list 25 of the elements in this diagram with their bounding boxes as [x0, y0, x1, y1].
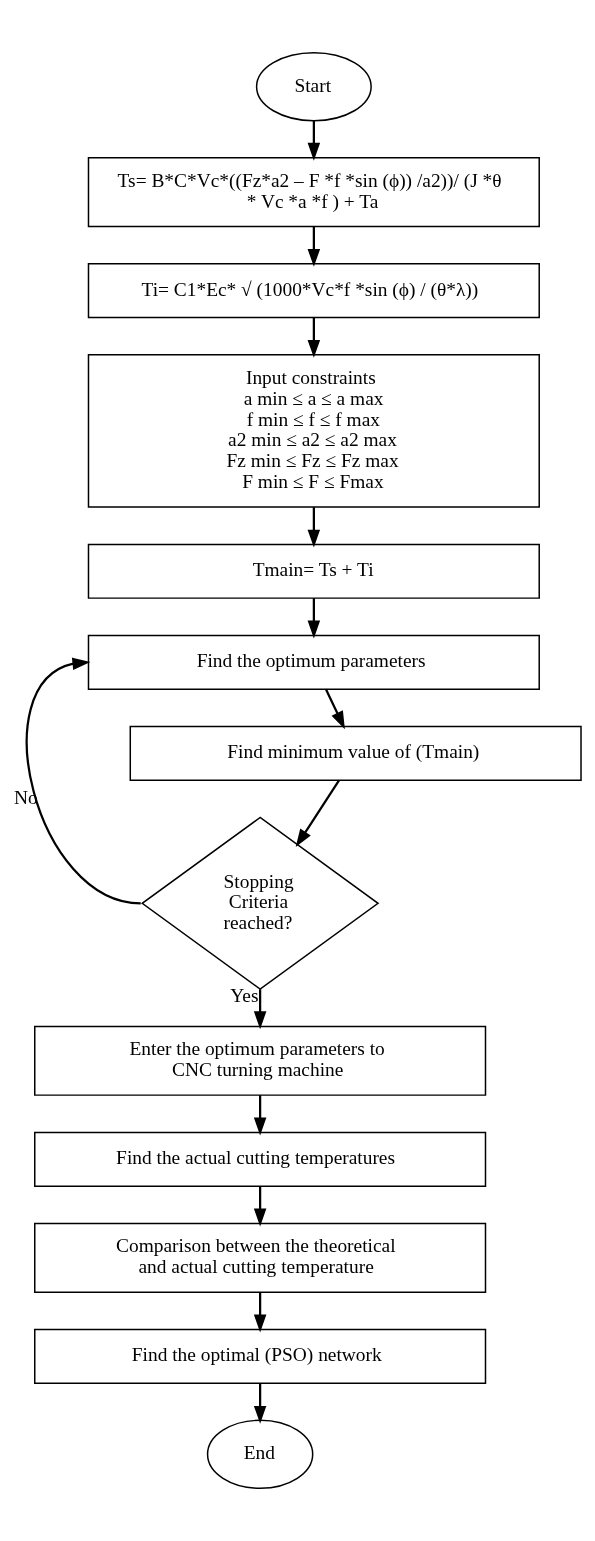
- node-box: Enter the optimum parameters to CNC turning machine: [34, 1025, 487, 1096]
- node-box: Input constraints a min ≤ a ≤ a max f min ≤ f ≤ f max a2 min ≤ a2 ≤ a2 max Fz min ≤ Fz ≤ Fz max F min ≤ F ≤ Fmax: [87, 354, 540, 508]
- arrow: [295, 779, 340, 848]
- arrow: [253, 1383, 267, 1424]
- node-ellipse: Start: [255, 52, 372, 122]
- arrow: [307, 507, 321, 548]
- arrow: [253, 1095, 267, 1136]
- node-box: Comparison between the theoretical and actual cutting temperature: [34, 1222, 487, 1293]
- arrow: [253, 1292, 267, 1333]
- node-box: Ts= B*C*Vc*((Fz*a2 – F *f *sin (ϕ)) /a2))/ (J *θ * Vc *a *f ) + Ta: [87, 157, 540, 228]
- arrow: [253, 1186, 267, 1227]
- node-ellipse: End: [206, 1419, 314, 1489]
- arrow: [307, 318, 321, 358]
- arrow: [307, 120, 321, 161]
- node-box: Ti= C1*Ec* √ (1000*Vc*f *sin (ϕ) / (θ*λ)): [87, 263, 540, 319]
- arrow: [307, 226, 321, 267]
- arrow: [324, 688, 345, 730]
- arrow: [253, 989, 267, 1030]
- node-box: Tmain= Ts + Ti: [87, 543, 540, 599]
- node-box: Find the actual cutting temperatures: [34, 1131, 487, 1187]
- node-box: Find the optimal (PSO) network: [34, 1328, 487, 1384]
- node-box: Find minimum value of (Tmain): [129, 725, 582, 781]
- arrow: [25, 657, 141, 905]
- node-box: Find the optimum parameters: [87, 634, 540, 690]
- arrow: [307, 598, 321, 639]
